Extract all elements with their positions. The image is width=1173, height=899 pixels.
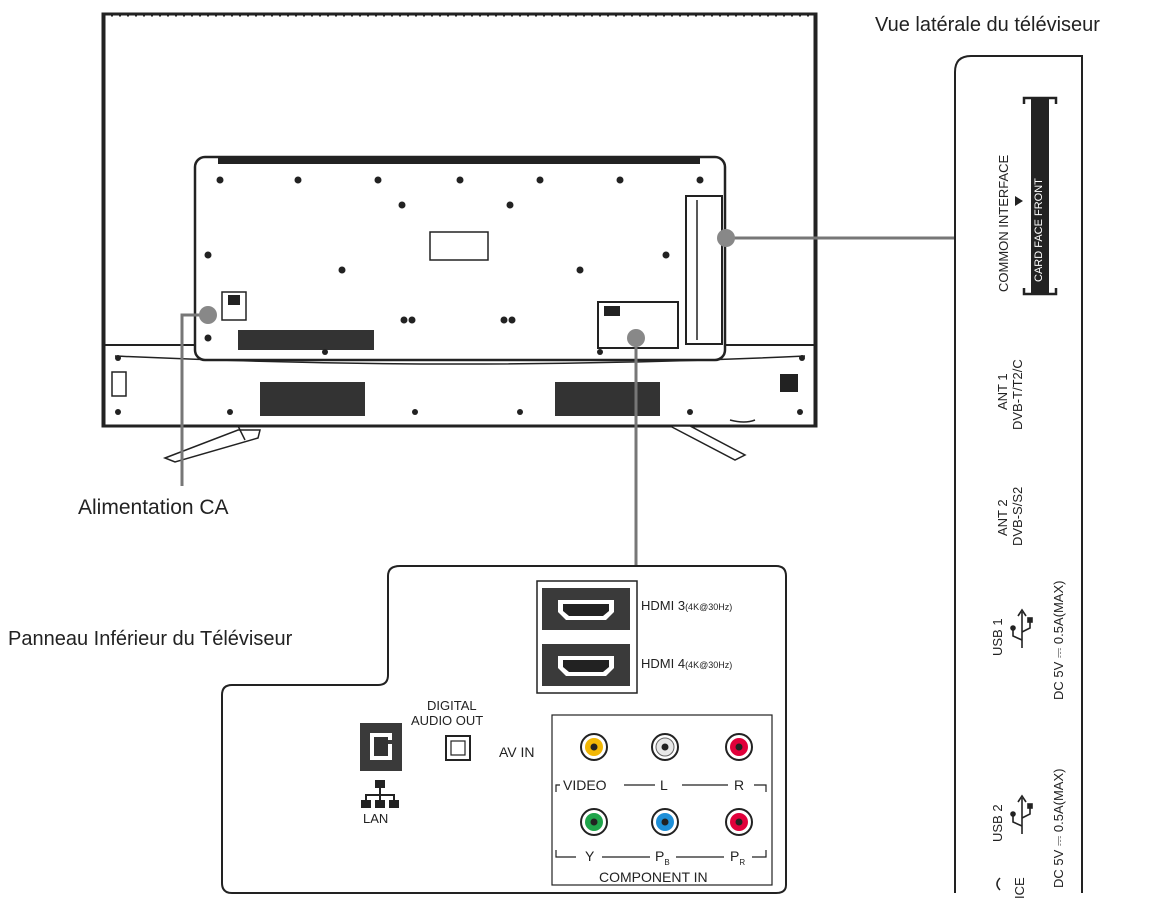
component-pr-label: PR	[730, 848, 745, 867]
hdmi4-name: HDMI 4	[641, 656, 686, 671]
video-label: VIDEO	[563, 777, 607, 793]
ac-power-label: Alimentation CA	[78, 496, 229, 519]
digital-label: DIGITAL	[427, 698, 477, 713]
hdmi3-spec: (4K@30Hz)	[685, 602, 733, 612]
hdmi4-label: HDMI 4(4K@30Hz)	[641, 656, 732, 671]
hdmi4-spec: (4K@30Hz)	[685, 660, 733, 670]
av-in-label: AV IN	[499, 744, 535, 760]
usb1-label: USB 1	[990, 618, 1005, 656]
usb2-spec-label: DC 5V ⎓ 0.5A(MAX)	[1051, 768, 1066, 888]
audio-left-jack	[651, 733, 679, 761]
bottom-panel-outline	[221, 565, 787, 894]
component-in-label: COMPONENT IN	[599, 869, 708, 885]
vent-right	[555, 382, 660, 416]
hdmi3-label: HDMI 3(4K@30Hz)	[641, 598, 732, 613]
hdmi3-name: HDMI 3	[641, 598, 686, 613]
audio-out-label: AUDIO OUT	[411, 713, 484, 728]
ant2-spec-label: DVB-S/S2	[1010, 486, 1025, 546]
component-pr-jack	[725, 808, 753, 836]
usb1-icon	[1010, 608, 1033, 648]
ci-slot	[1031, 98, 1049, 294]
usb1-spec-label: DC 5V ⎓ 0.5A(MAX)	[1051, 580, 1066, 700]
component-y-jack	[580, 808, 608, 836]
vent-left	[260, 382, 365, 416]
ant2-label: ANT 2	[995, 499, 1010, 536]
bottom-panel-title: Panneau Inférieur du Téléviseur	[8, 628, 293, 650]
ant1-spec-label: DVB-T/T2/C	[1010, 359, 1025, 430]
vent-left-plate	[238, 330, 374, 350]
lan-label: LAN	[363, 811, 389, 826]
side-panel-outline	[954, 55, 1083, 893]
component-y-label: Y	[585, 848, 595, 864]
pb-letter: P	[655, 848, 665, 864]
ant1-label: ANT 1	[995, 373, 1010, 410]
stand-right	[669, 425, 747, 461]
audio-right-jack	[725, 733, 753, 761]
pr-sub: R	[739, 857, 746, 867]
side-view-title: Vue latérale du téléviseur	[875, 14, 1100, 36]
video-jack	[580, 733, 608, 761]
usb2-icon	[1010, 794, 1033, 834]
service-label: ICE	[1012, 877, 1027, 899]
network-icon	[361, 780, 399, 808]
component-pb-label: PB	[655, 848, 670, 867]
card-face-front-label: CARD FACE FRONT	[1033, 178, 1045, 282]
pr-letter: P	[730, 848, 740, 864]
component-pb-jack	[651, 808, 679, 836]
common-interface-label: COMMON INTERFACE	[996, 154, 1011, 292]
audio-l-label: L	[660, 777, 668, 793]
pb-sub: B	[664, 857, 670, 867]
audio-r-label: R	[734, 777, 745, 793]
tv-frame	[101, 12, 818, 428]
usb2-label: USB 2	[990, 804, 1005, 842]
stand-left	[162, 429, 261, 463]
